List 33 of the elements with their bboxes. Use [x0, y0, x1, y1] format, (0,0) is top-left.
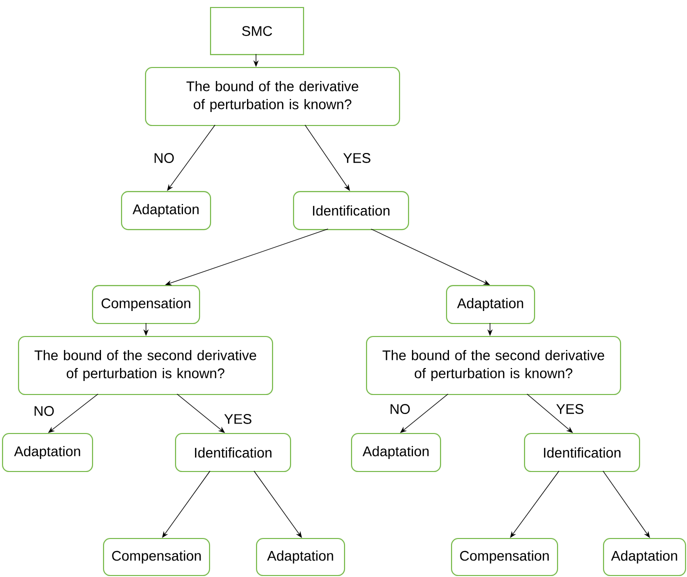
arrow: [526, 394, 573, 433]
arrow: [400, 394, 448, 433]
outcome-box: Adaptation: [446, 285, 536, 324]
outcome-box: Adaptation: [121, 191, 212, 230]
arrow: [510, 470, 560, 538]
outcome-box: Adaptation: [2, 433, 94, 472]
decision-box: The bound of the second derivative of perturbation is known?: [18, 336, 274, 396]
edge-label: NO: [388, 402, 412, 416]
edge-label: YES: [554, 402, 586, 416]
outcome-box: Adaptation: [351, 433, 442, 472]
outcome-box: Compensation: [451, 538, 558, 576]
arrow: [48, 394, 98, 433]
edge-label: NO: [152, 152, 176, 164]
arrow: [602, 470, 650, 538]
decision-box: The bound of the second derivative of perturbation is known?: [366, 336, 622, 396]
edge-label: NO: [32, 404, 56, 418]
outcome-box: Identification: [175, 433, 292, 472]
edge-label: YES: [342, 152, 372, 164]
decision-box: The bound of the derivative of perturbation is known?: [145, 67, 400, 126]
arrow: [176, 394, 225, 433]
arrow: [162, 470, 210, 538]
outcome-box: Identification: [524, 433, 640, 472]
edge-label: YES: [222, 412, 254, 426]
outcome-box: Adaptation: [603, 538, 686, 576]
outcome-box: Identification: [293, 191, 410, 230]
outcome-box: Compensation: [92, 285, 200, 324]
outcome-box: Adaptation: [256, 538, 346, 576]
arrow: [370, 228, 490, 285]
outcome-box: Compensation: [103, 538, 210, 576]
process-box: SMC: [210, 7, 304, 56]
arrow: [167, 124, 216, 191]
arrow: [304, 124, 350, 191]
arrow: [254, 470, 302, 538]
